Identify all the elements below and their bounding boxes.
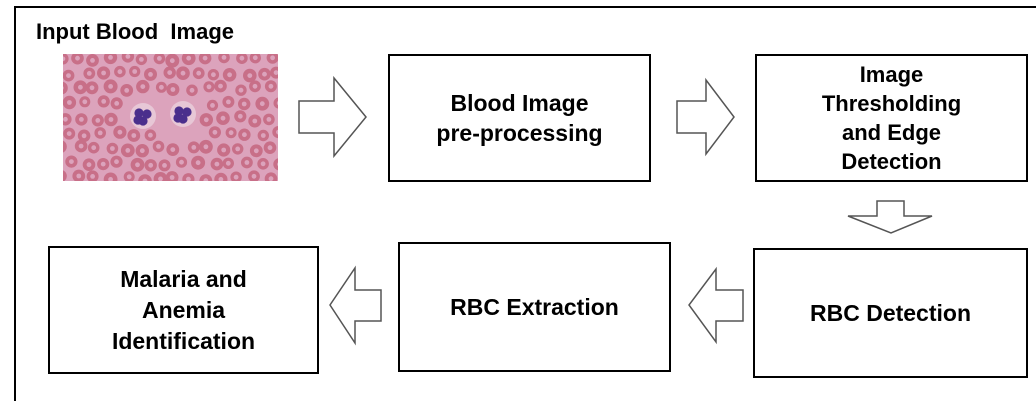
arrow-right-2	[676, 77, 735, 157]
rbc-detection-label: RBC Detection	[809, 299, 971, 326]
preprocessing-box: Blood Image pre-processing	[388, 54, 651, 182]
thresholding-label: Image Thresholding and Edge Detection	[821, 62, 962, 174]
rbc-detection-box: RBC Detection	[753, 248, 1028, 378]
arrow-left-2	[329, 265, 382, 346]
blood-smear-image	[63, 54, 278, 181]
preprocessing-label: Blood Image pre-processing	[436, 90, 603, 146]
rbc-extraction-label: RBC Extraction	[450, 293, 619, 320]
arrow-right-1	[298, 75, 367, 159]
identification-box: Malaria and Anemia Identification	[48, 246, 319, 374]
thresholding-box: Image Thresholding and Edge Detection	[755, 54, 1028, 182]
arrow-down-1	[847, 200, 933, 234]
arrow-left-1	[688, 266, 744, 345]
diagram-frame	[14, 6, 1036, 401]
input-image-title: Input Blood Image	[36, 19, 234, 44]
identification-label: Malaria and Anemia Identification	[111, 265, 256, 354]
rbc-extraction-box: RBC Extraction	[398, 242, 671, 372]
